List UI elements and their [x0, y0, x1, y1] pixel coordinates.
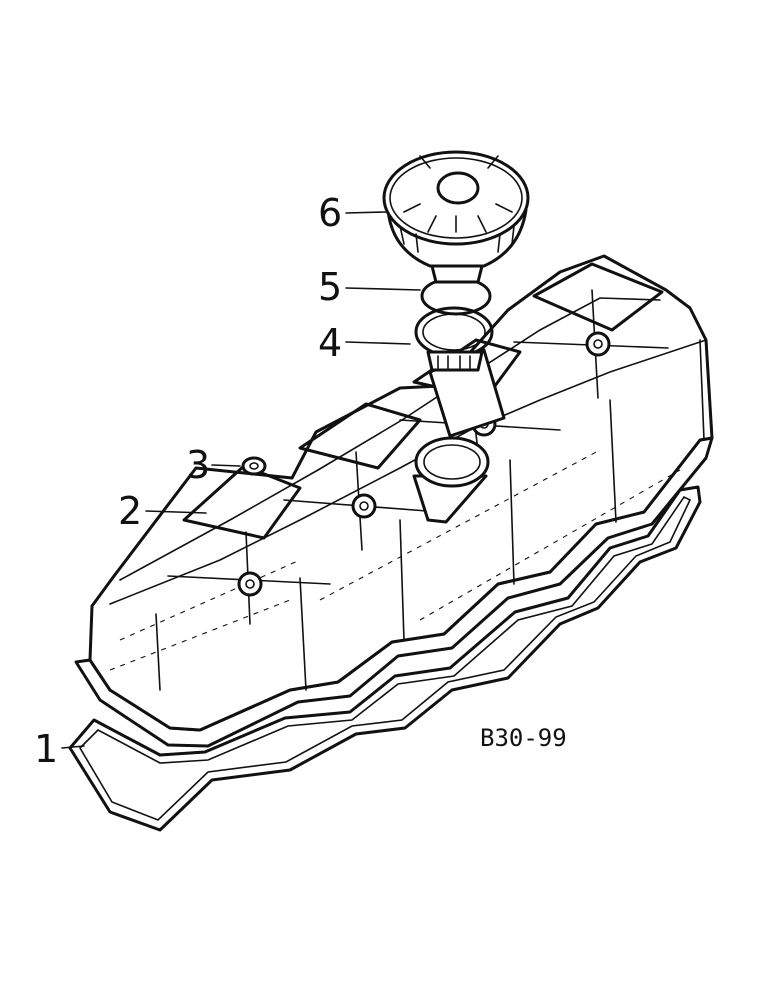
callout-number-1: 1: [34, 727, 58, 771]
callout-5: 5: [318, 265, 421, 309]
callout-number-5: 5: [318, 265, 342, 309]
washer-drawing: [241, 456, 267, 476]
cover-bolt-boss: [513, 289, 669, 399]
callout-number-3: 3: [186, 443, 210, 487]
valve-cover-drawing: [74, 254, 714, 748]
filler-neck: [412, 436, 490, 524]
callout-number-4: 4: [318, 321, 342, 365]
callout-2: 2: [118, 489, 207, 533]
callout-3: 3: [186, 443, 241, 487]
reference-code: B30-99: [480, 724, 567, 752]
callout-number-2: 2: [118, 489, 142, 533]
breather-cap-drawing: [382, 150, 530, 284]
cover-bolt-boss: [283, 451, 441, 551]
cover-bolt-boss: [167, 531, 331, 625]
callout-6: 6: [318, 191, 387, 235]
callout-1: 1: [34, 727, 85, 771]
callout-4: 4: [318, 321, 411, 365]
gasket-drawing: [68, 485, 702, 832]
hose-clamp-drawing: [414, 306, 494, 372]
callout-number-6: 6: [318, 191, 342, 235]
